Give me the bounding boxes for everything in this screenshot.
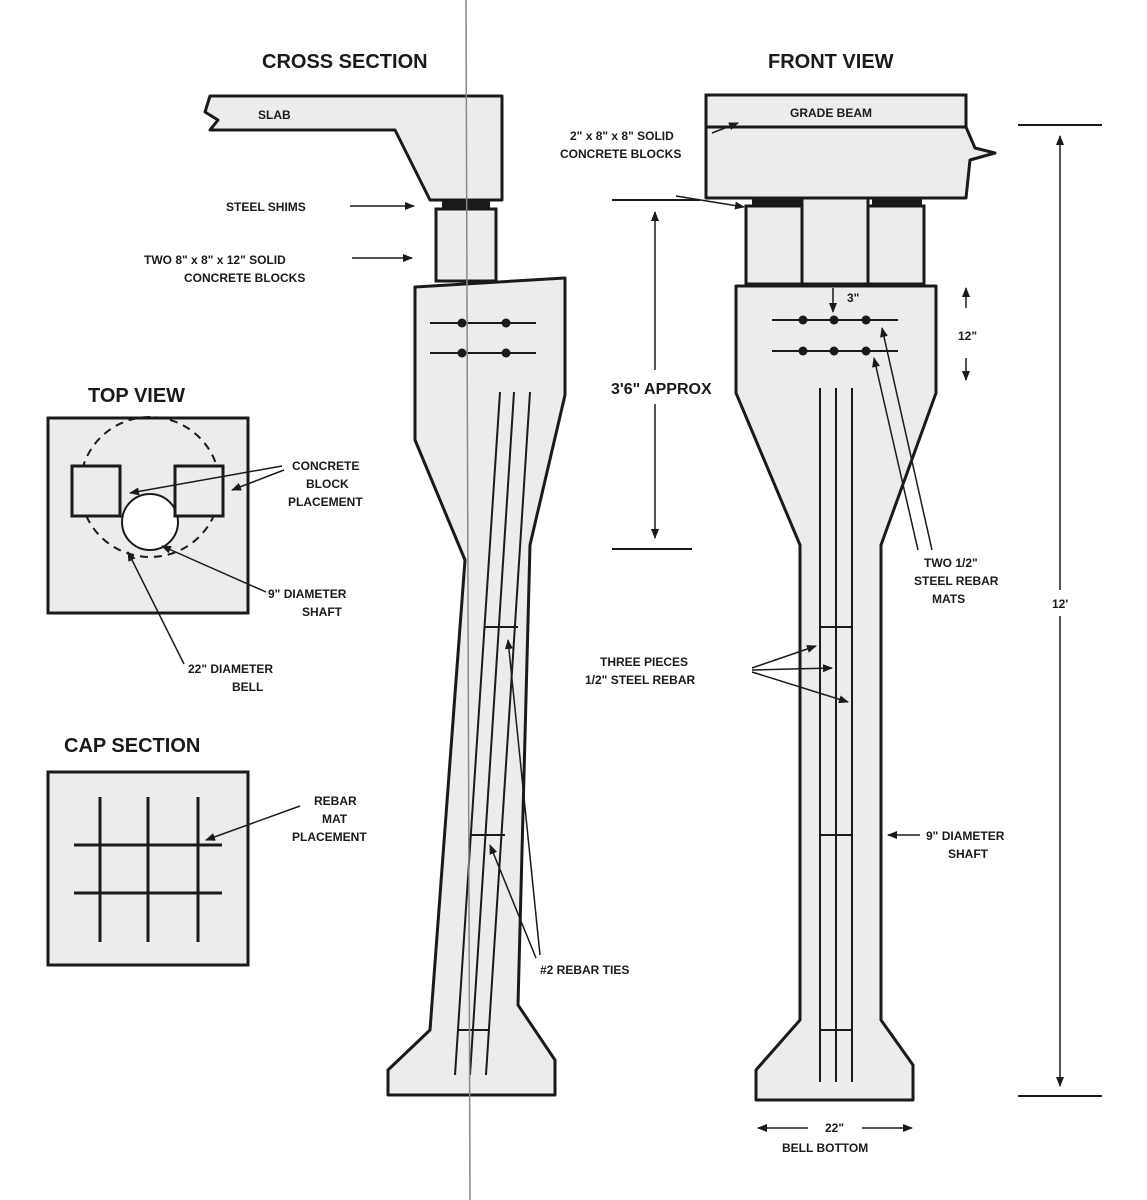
fv-block-middle [800, 196, 870, 286]
slab-shape [203, 94, 504, 202]
cap-label-line1: REBAR [314, 794, 357, 808]
fv-block-right [866, 204, 926, 286]
three-pieces-line2: 1/2" STEEL REBAR [585, 673, 695, 687]
cap-section-title: CAP SECTION [64, 735, 200, 757]
tv-bell-line2: BELL [232, 680, 263, 694]
rebar-mats-line2: STEEL REBAR [914, 574, 999, 588]
vertical-rebar-2 [469, 391, 515, 1076]
placement-line1: CONCRETE [292, 459, 359, 473]
placement-line3: PLACEMENT [288, 495, 363, 509]
blocks-label-line1: TWO 8" x 8" x 12" SOLID [144, 253, 286, 267]
cap-label-line2: MAT [322, 812, 348, 826]
cap-section: REBAR MAT PLACEMENT [46, 770, 367, 967]
rebar-mats-line1: TWO 1/2" [924, 556, 978, 570]
slab-label: SLAB [258, 108, 291, 122]
cross-section-pier [386, 276, 567, 1097]
fv-shim-right [872, 198, 922, 206]
grade-beam-label: GRADE BEAM [790, 106, 872, 120]
cross-section-title: CROSS SECTION [262, 51, 428, 73]
rebar-ties-label: #2 REBAR TIES [540, 963, 629, 977]
three-pieces-line1: THREE PIECES [600, 655, 688, 669]
tv-bell-line1: 22" DIAMETER [188, 662, 273, 676]
fv-blocks-label-line2: CONCRETE BLOCKS [560, 147, 681, 161]
bell-bottom-label: BELL BOTTOM [782, 1141, 868, 1155]
top-view-block-right [173, 464, 225, 518]
cross-section-view: SLAB STEEL SHIMS TWO 8" x 8" x 12" SOLID… [144, 0, 629, 1200]
vertical-rebar-3 [485, 391, 531, 1076]
beam-body [704, 125, 997, 200]
dim-approx: 3'6" APPROX [611, 381, 712, 398]
placement-line2: BLOCK [306, 477, 349, 491]
front-view-title: FRONT VIEW [768, 51, 894, 73]
bell-dim: 22" [825, 1121, 844, 1135]
top-view: CONCRETE BLOCK PLACEMENT 9" DIAMETER SHA… [46, 416, 363, 694]
fv-shim-left [752, 198, 802, 206]
fv-block-left [744, 204, 804, 286]
shaft-outline [121, 493, 179, 551]
fv-blocks-label-line1: 2" x 8" x 8" SOLID [570, 129, 674, 143]
front-view: GRADE BEAM 2" x 8" x 8" SOLID CONCRETE B… [560, 93, 1102, 1155]
cap-label-line3: PLACEMENT [292, 830, 367, 844]
tv-shaft-line2: SHAFT [302, 605, 343, 619]
fv-shaft-line1: 9" DIAMETER [926, 829, 1005, 843]
dim-12in-cap: 12" [958, 329, 977, 343]
top-view-block-left [70, 464, 122, 518]
centerline [465, 0, 471, 1200]
steel-shims-label: STEEL SHIMS [226, 200, 306, 214]
vertical-rebar-1 [454, 391, 501, 1076]
top-view-title: TOP VIEW [88, 385, 185, 407]
dim-3in: 3" [847, 291, 859, 305]
blocks-label-line2: CONCRETE BLOCKS [184, 271, 305, 285]
rebar-mats-line3: MATS [932, 592, 965, 606]
fv-shaft-line2: SHAFT [948, 847, 989, 861]
dim-total: 12' [1052, 597, 1068, 611]
tv-shaft-line1: 9" DIAMETER [268, 587, 347, 601]
